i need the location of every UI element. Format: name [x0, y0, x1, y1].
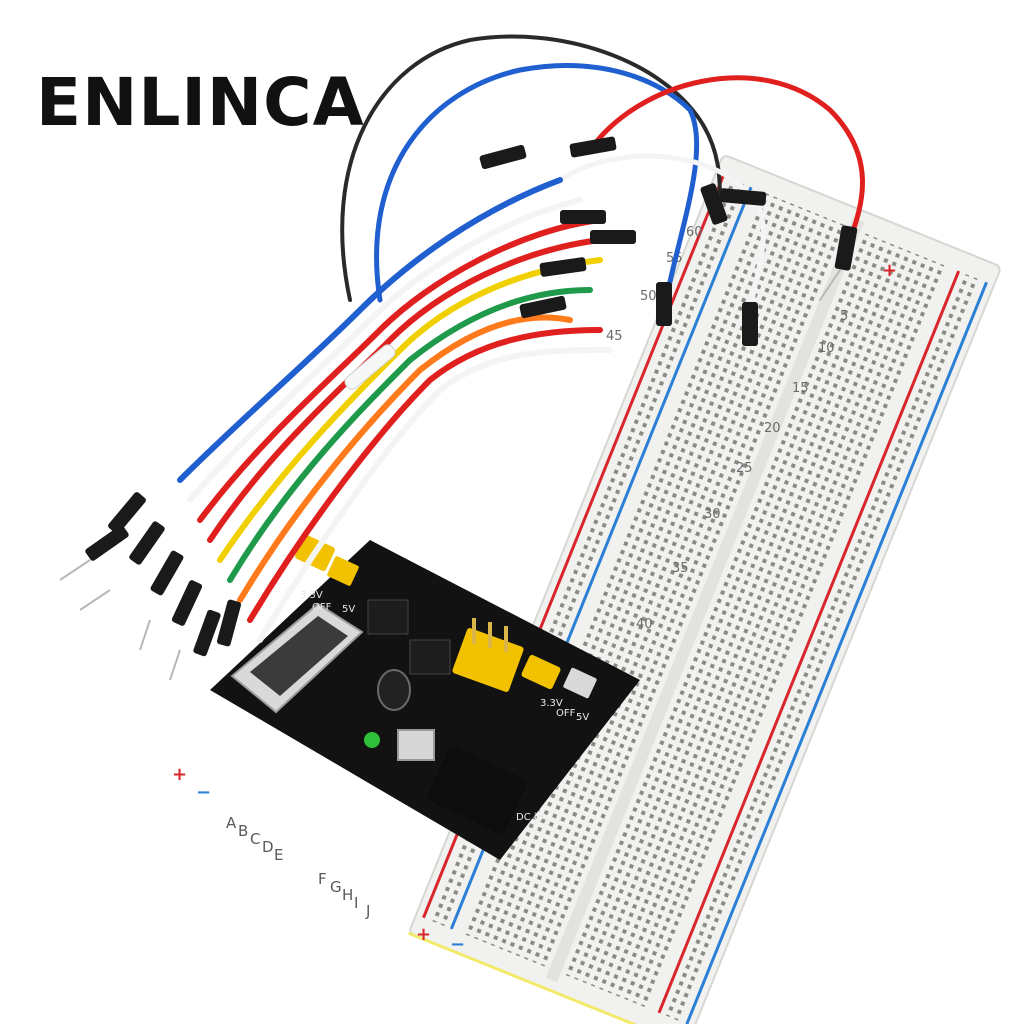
- col-number: 15: [792, 381, 809, 396]
- breadboard-yellow-edge: [408, 931, 688, 1024]
- dc-barrel-jack: [427, 746, 527, 834]
- wire-pin: [834, 225, 858, 271]
- silkscreen-3v3: 3.3V: [540, 698, 563, 709]
- long-jumper-wires: [340, 34, 865, 346]
- wire-pin: [479, 144, 527, 170]
- rail-holes-right: [664, 273, 981, 1022]
- hole-grid-right: [564, 232, 948, 1009]
- wire-pin-tip: [819, 269, 841, 301]
- status-led: [364, 732, 380, 748]
- silkscreen-off: OFF: [556, 708, 576, 719]
- rail-plus-sign: +: [172, 764, 187, 785]
- row-letter: E: [274, 846, 283, 864]
- voltage-regulator: [409, 639, 451, 675]
- rail-minus-sign: −: [196, 782, 211, 803]
- bundle-wire: [207, 237, 603, 543]
- row-letter: D: [262, 838, 274, 856]
- voltage-regulator: [367, 599, 409, 635]
- jumper-3v3-5v-bottom: [521, 654, 597, 699]
- row-letter: J: [365, 902, 370, 920]
- black-wire: [340, 34, 722, 302]
- right-blue-rail: [685, 281, 988, 1024]
- rail-minus-sign: −: [450, 934, 465, 955]
- row-letter: B: [238, 822, 248, 840]
- pin-header: [452, 618, 524, 692]
- wire-pin: [150, 550, 184, 596]
- wire-pin: [719, 188, 767, 206]
- wire-pin: [108, 492, 146, 534]
- silkscreen-off: OFF: [312, 602, 332, 613]
- col-number: 40: [636, 617, 653, 632]
- capacitor: [377, 669, 411, 711]
- bundle-pins-left: [59, 492, 242, 681]
- power-switch: [397, 729, 435, 761]
- wire-pin: [656, 282, 672, 326]
- wire-pin-tip: [139, 619, 151, 651]
- silkscreen-dc-in: DC in: [516, 812, 543, 823]
- right-red-rail: [657, 270, 961, 1014]
- bundle-wire: [177, 177, 563, 483]
- col-number: 5: [840, 309, 848, 324]
- wire-pin-tip: [169, 649, 181, 681]
- wire-pin-tip: [79, 589, 111, 611]
- breadboard-center-channel: [545, 217, 865, 983]
- red-wire: [587, 75, 865, 243]
- bundle-wire: [217, 257, 603, 563]
- bundle-wire: [247, 327, 603, 623]
- row-letter: I: [354, 894, 358, 912]
- power-module: 3.3V OFF 5V 3.3V OFF 5V DC in: [210, 535, 640, 860]
- wire-pin: [193, 609, 221, 657]
- blue-wire: [374, 63, 700, 303]
- wire-pin: [171, 580, 203, 626]
- wire-pin: [519, 295, 567, 319]
- bundle-wire: [237, 314, 573, 603]
- bundle-wire: [187, 197, 583, 503]
- silkscreen-3v3: 3.3V: [300, 590, 323, 601]
- col-number: 20: [764, 421, 781, 436]
- bundle-wire: [197, 217, 603, 523]
- col-number: 30: [704, 507, 721, 522]
- wire-pin: [539, 257, 587, 277]
- wire-pin: [85, 525, 129, 561]
- row-letter: C: [250, 830, 260, 848]
- column-numbers: 5 10 15 20 25 30 35 40 45 50 55 60: [606, 225, 848, 632]
- brand-logo-text: ENLINCA: [36, 64, 365, 141]
- wire-pin: [216, 599, 242, 647]
- silkscreen-5v: 5V: [576, 712, 589, 723]
- bundle-wire: [257, 347, 613, 643]
- jumper-wire-bundle: [177, 177, 613, 643]
- wire-pin: [129, 521, 165, 565]
- wire-pin: [742, 302, 758, 346]
- cable-tie: [344, 344, 396, 390]
- row-letter: H: [342, 886, 353, 904]
- wire-pin-tip: [59, 559, 91, 581]
- silkscreen-5v: 5V: [342, 604, 355, 615]
- wire-pin: [560, 210, 606, 224]
- rail-plus-sign: +: [882, 260, 897, 281]
- col-number: 35: [672, 561, 689, 576]
- col-number: 25: [736, 461, 753, 476]
- col-number: 10: [818, 341, 835, 356]
- row-letter: F: [318, 870, 327, 888]
- wire-pin: [569, 136, 617, 158]
- rail-plus-sign: +: [416, 924, 431, 945]
- col-number: 50: [640, 289, 657, 304]
- row-letters: A B C D E F G H I J: [226, 814, 370, 920]
- col-number: 60: [686, 225, 703, 240]
- usb-port: [230, 602, 364, 714]
- wire-pin: [700, 183, 728, 225]
- row-letter: G: [330, 878, 342, 896]
- wire-pin: [590, 230, 636, 244]
- row-letter: A: [226, 814, 237, 832]
- bundle-pins-right: [479, 136, 767, 319]
- bundle-wire: [227, 287, 593, 583]
- col-number: 45: [606, 329, 623, 344]
